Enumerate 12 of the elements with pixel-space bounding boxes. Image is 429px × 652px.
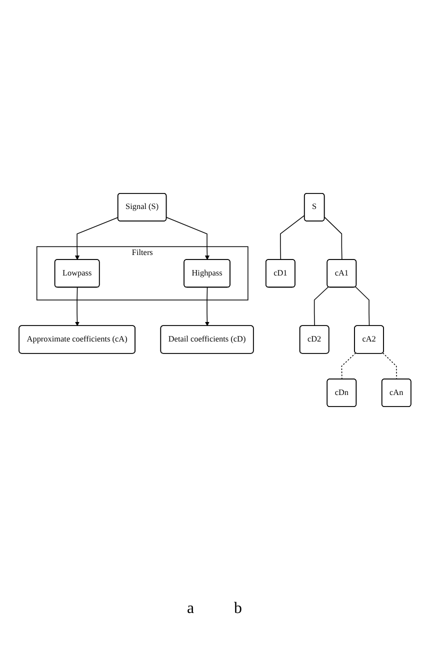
arrow <box>74 287 79 326</box>
arrow <box>74 217 118 260</box>
connector <box>382 352 396 380</box>
connector <box>313 286 328 326</box>
connector <box>280 214 304 260</box>
panel-label: a <box>186 600 194 618</box>
arrow <box>204 287 209 326</box>
panel-label: b <box>234 600 242 618</box>
connector <box>324 216 342 260</box>
connector <box>354 286 370 326</box>
connector <box>340 352 356 380</box>
arrow <box>166 217 209 260</box>
